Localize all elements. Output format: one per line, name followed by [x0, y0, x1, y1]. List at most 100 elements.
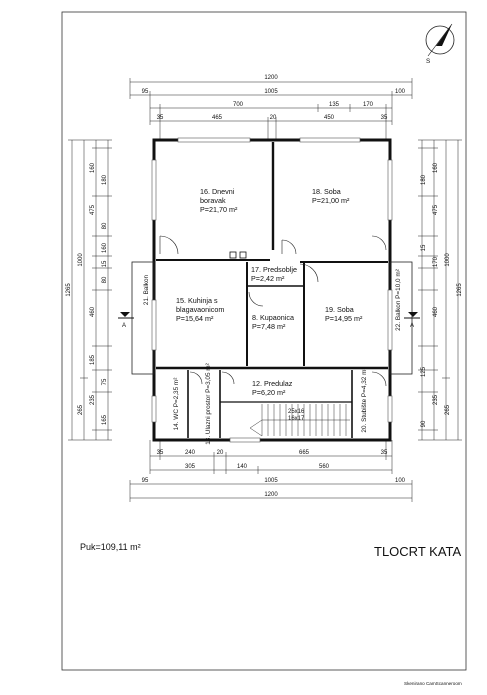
room-16-name-2: boravak	[200, 196, 226, 205]
dim-left-a10: 165	[102, 414, 108, 425]
room-18-area: P=21,00 m²	[312, 196, 350, 205]
section-marker-right	[404, 312, 420, 319]
total-area: Puk=109,11 m²	[80, 542, 141, 552]
room-18-name: 18. Soba	[312, 187, 341, 196]
section-marker-left	[118, 312, 134, 319]
dim-top-r3-c: 170	[363, 102, 374, 108]
dim-left-a9: 185	[90, 354, 96, 365]
dim-top-r4-a: 35	[157, 115, 164, 121]
room-17-name: 17. Predsoblje	[251, 265, 297, 274]
scan-footer: Skenirano CamScanneroom	[404, 681, 462, 686]
left-dimension-lines	[68, 139, 112, 441]
room-16-name-1: 16. Dnevni	[200, 187, 235, 196]
room-14-label: 14. WC P=2,35 m²	[173, 378, 180, 431]
room-19-area: P=14,95 m²	[325, 314, 363, 323]
dim-left-mid-a: 1000	[78, 253, 84, 267]
room-15: 15. Kuhinja s blagavaonicom P=15,64 m²	[176, 296, 224, 323]
dim-left-a7: 460	[90, 306, 96, 317]
stairs-note-2: 16x17	[288, 416, 305, 422]
section-label-left: A	[122, 323, 126, 329]
sheet-border	[61, 11, 467, 671]
stairs	[249, 404, 350, 437]
dim-right-a2: 180	[421, 174, 427, 185]
room-18: 18. Soba P=21,00 m²	[312, 187, 350, 205]
dim-top-r3-b: 135	[329, 102, 340, 108]
dim-right-a1: 475	[433, 204, 439, 215]
dim-left-a4: 160	[102, 242, 108, 253]
room-8-name: 8. Kupaonica	[252, 313, 294, 322]
dim-bot-r1-a: 35	[157, 450, 164, 456]
dim-right-outer: 1265	[457, 283, 463, 297]
dim-left-a2: 180	[102, 174, 108, 185]
dim-right-mid-b: 265	[445, 404, 451, 415]
room-12: 12. Predulaz P=6,20 m²	[252, 379, 293, 397]
room-15-name-1: 15. Kuhinja s	[176, 296, 218, 305]
dim-left-a11: 235	[90, 394, 96, 405]
dim-left-a1: 475	[90, 204, 96, 215]
dim-top-total: 1200	[264, 75, 278, 81]
drawing-title: TLOCRT KATA	[374, 544, 461, 559]
dim-top-r2-a: 95	[142, 89, 149, 95]
room-13-label: 13. Ulazni prostor P=3,05 m²	[205, 363, 212, 445]
room-16-area: P=21,70 m²	[200, 205, 238, 214]
dim-top-r2-c: 100	[395, 89, 406, 95]
dim-top-r3-a: 700	[233, 102, 244, 108]
dim-bot-r2-c: 560	[319, 464, 330, 470]
room-19-name: 19. Soba	[325, 305, 354, 314]
dim-right-a5: 460	[433, 306, 439, 317]
stairs-note-1: 25x16	[288, 409, 305, 415]
dim-left-a8: 75	[102, 378, 108, 385]
dim-top-r2-b: 1005	[264, 89, 278, 95]
dim-bot-r3-a: 95	[142, 478, 149, 484]
dim-top-r4-e: 35	[381, 115, 388, 121]
room-21-label: 21. Balkon	[143, 274, 150, 305]
section-label-right: A	[410, 323, 414, 329]
room-8: 8. Kupaonica P=7,48 m²	[252, 313, 294, 331]
room-12-name: 12. Predulaz	[252, 379, 293, 388]
building-walls	[118, 137, 420, 443]
dim-bot-r1-c: 20	[217, 450, 224, 456]
dim-left-outer: 1265	[66, 283, 72, 297]
room-8-area: P=7,48 m²	[252, 322, 286, 331]
room-17-area: P=2,42 m²	[251, 274, 285, 283]
dim-right-mid-a: 1000	[445, 253, 451, 267]
right-dimension-lines	[418, 139, 462, 441]
north-label: S	[426, 58, 430, 65]
dim-bot-r1-b: 240	[185, 450, 196, 456]
top-dimension-lines	[129, 78, 413, 140]
dim-bot-r1-d: 665	[299, 450, 310, 456]
dim-right-a8: 90	[421, 420, 427, 427]
dim-right-a3: 15	[421, 244, 427, 251]
dim-top-r4-b: 465	[212, 115, 223, 121]
dim-right-a0: 160	[433, 162, 439, 173]
dim-bot-r1-e: 35	[381, 450, 388, 456]
dim-bot-r3-c: 100	[395, 478, 406, 484]
dim-left-a5: 15	[102, 260, 108, 267]
dim-top-r4-c: 20	[270, 115, 277, 121]
dim-right-a6: 125	[421, 366, 427, 377]
dim-bot-r2-a: 305	[185, 464, 196, 470]
room-17: 17. Predsoblje P=2,42 m²	[251, 265, 297, 283]
dim-bot-r3-b: 1005	[264, 478, 278, 484]
left-dimension-texts: 1265 1000 265 160 475 460 185 235 180 80…	[66, 162, 108, 425]
room-22-label: 22. Balkon P=10,0 m²	[395, 269, 402, 331]
dim-left-mid-b: 265	[78, 404, 84, 415]
north-arrow-icon	[425, 23, 455, 57]
dim-right-a7: 235	[433, 394, 439, 405]
dim-bot-r2-b: 140	[237, 464, 248, 470]
dim-right-a4: 170	[433, 256, 439, 267]
right-dimension-texts: 1265 1000 265 160 475 170 460 235 180 15…	[421, 162, 463, 427]
room-15-name-2: blagavaonicom	[176, 305, 224, 314]
dim-left-a6: 80	[102, 276, 108, 283]
room-15-area: P=15,64 m²	[176, 314, 214, 323]
dim-left-a3: 80	[102, 222, 108, 229]
room-19: 19. Soba P=14,95 m²	[325, 305, 363, 323]
bottom-dimension-lines	[129, 440, 413, 502]
room-20-label: 20. Stubište P=4,32 m²	[361, 367, 368, 432]
dim-left-a0: 160	[90, 162, 96, 173]
dim-top-r4-d: 450	[324, 115, 335, 121]
room-16: 16. Dnevni boravak P=21,70 m²	[200, 187, 238, 214]
room-12-area: P=6,20 m²	[252, 388, 286, 397]
